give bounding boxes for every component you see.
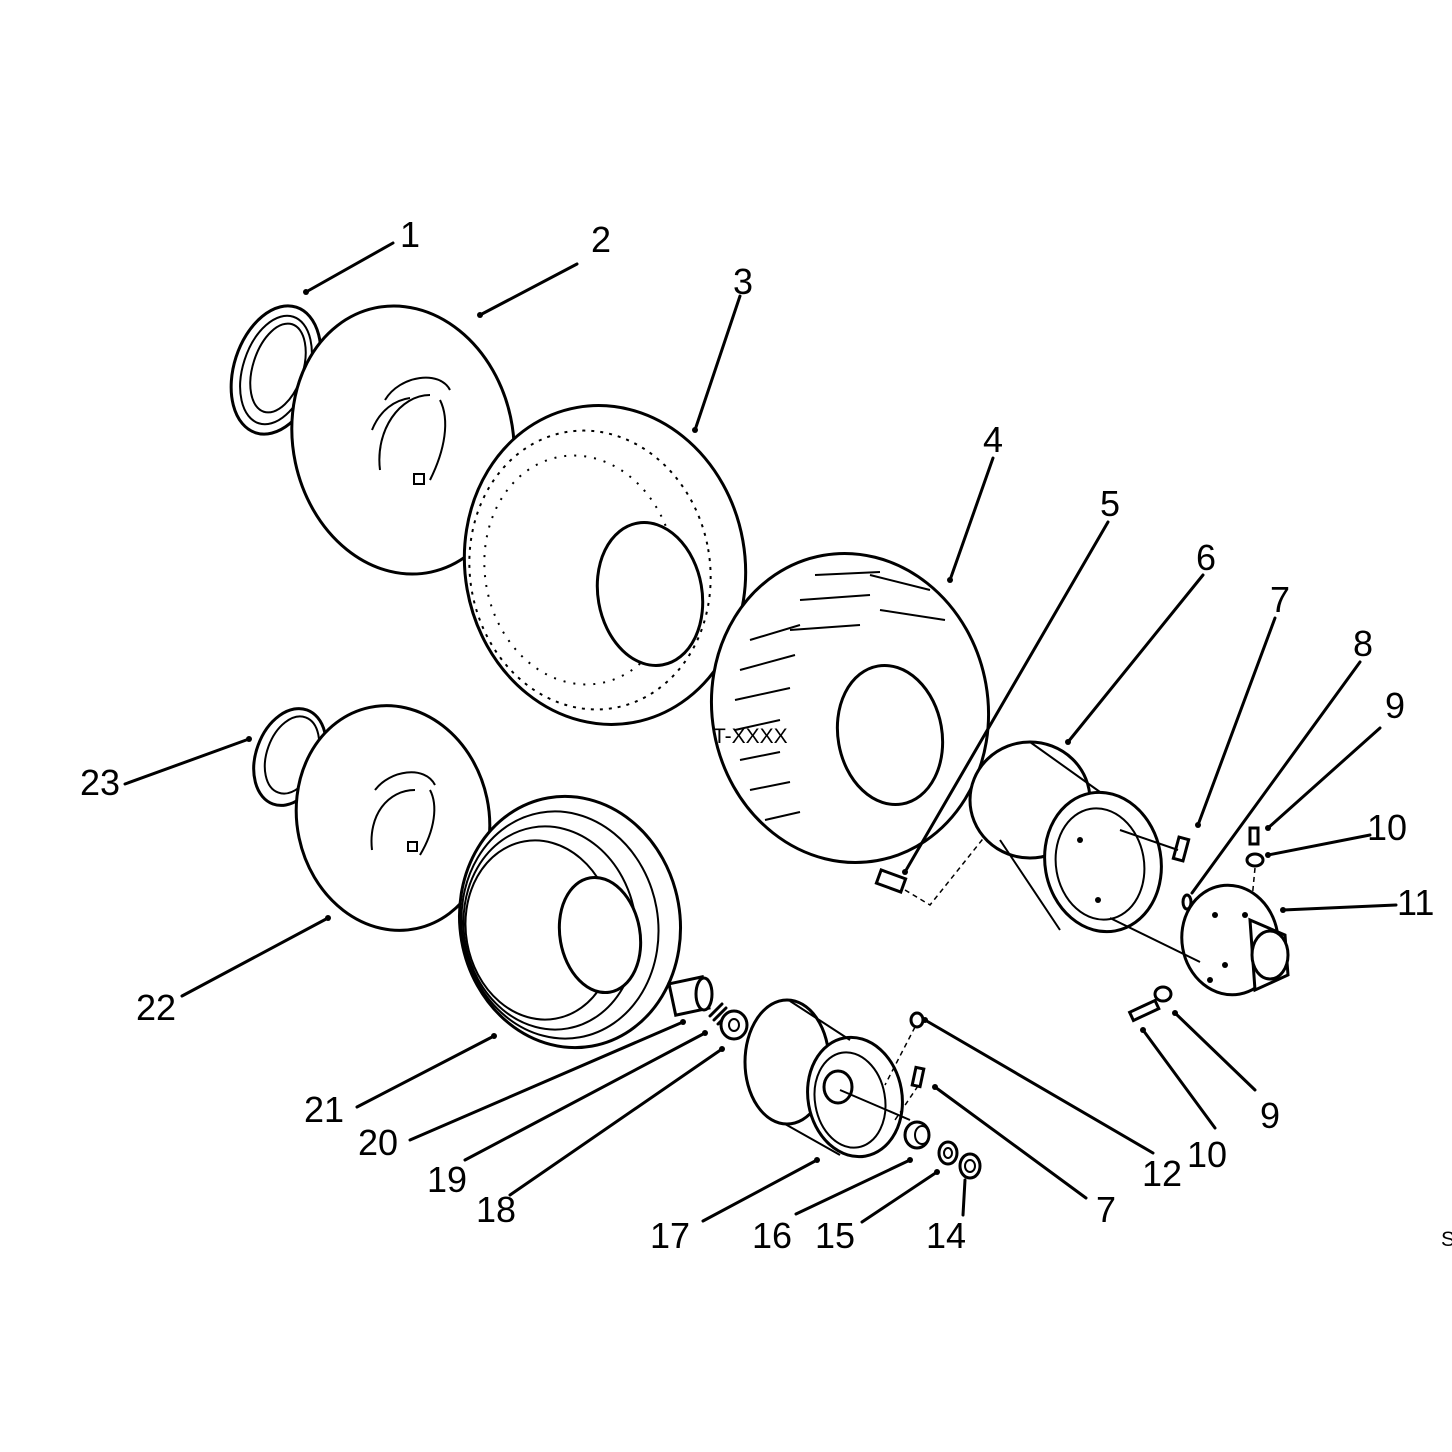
part-18-washer [719,1009,749,1041]
callout-2: 2 [591,219,611,260]
part-16-bearing [903,1120,931,1150]
callout-6: 6 [1196,537,1216,578]
callout-17: 17 [650,1215,690,1256]
part-11-wheel-hub [1109,883,1290,997]
part-10-nut-upper [1245,852,1265,921]
part-14-nut [958,1152,982,1180]
part-3-turf-tire [462,404,748,726]
callout-18: 18 [476,1189,516,1230]
part-6-wheel-rim-large [968,740,1163,934]
callout-9-upper: 9 [1385,685,1405,726]
callout-1: 1 [400,214,420,255]
part-9-nut-lower [1153,985,1173,1003]
leader-dots [246,289,1286,1175]
tire-marking-label: T-XXXX [713,725,788,748]
callout-12: 12 [1142,1153,1182,1194]
edge-mark: S [1441,1228,1452,1251]
part-7-stud-lower [894,1065,926,1121]
part-20-bushing [667,975,714,1017]
callout-10-upper: 10 [1367,807,1407,848]
part-9-bolt-upper [1248,826,1260,846]
part-17-wheel-rim-small [743,998,911,1159]
callout-8: 8 [1353,623,1373,664]
part-5-lug-bolt [874,829,991,906]
callout-5: 5 [1100,483,1120,524]
callout-9-lower: 9 [1260,1095,1280,1136]
part-15-washer [937,1140,959,1166]
part-8-washer [1181,893,1193,911]
callout-16: 16 [752,1215,792,1256]
callout-3: 3 [733,261,753,302]
callout-4: 4 [983,419,1003,460]
callout-7-lower: 7 [1096,1189,1116,1230]
callout-7-upper: 7 [1270,579,1290,620]
callout-23: 23 [80,762,120,803]
callout-14: 14 [926,1215,966,1256]
callout-20: 20 [358,1122,398,1163]
leader-lines [123,241,1398,1224]
callout-22: 22 [136,987,176,1028]
callout-15: 15 [815,1215,855,1256]
part-2-inner-tube-upper [290,304,516,576]
callout-19: 19 [427,1159,467,1200]
callout-10-lower: 10 [1187,1134,1227,1175]
callout-11: 11 [1397,882,1434,923]
part-7-stud-upper [1119,829,1191,863]
part-19-spring [708,1002,736,1030]
part-21-ribbed-tire [457,794,683,1050]
part-4-lug-tread-tire: T-XXXX [709,551,991,865]
part-10-bolt-lower [1127,998,1161,1023]
callout-numbers: 1 2 3 4 5 6 7 8 9 10 11 9 10 12 7 14 15 … [80,214,1452,1256]
callout-21: 21 [304,1089,344,1130]
part-22-inner-tube-lower [294,704,492,932]
